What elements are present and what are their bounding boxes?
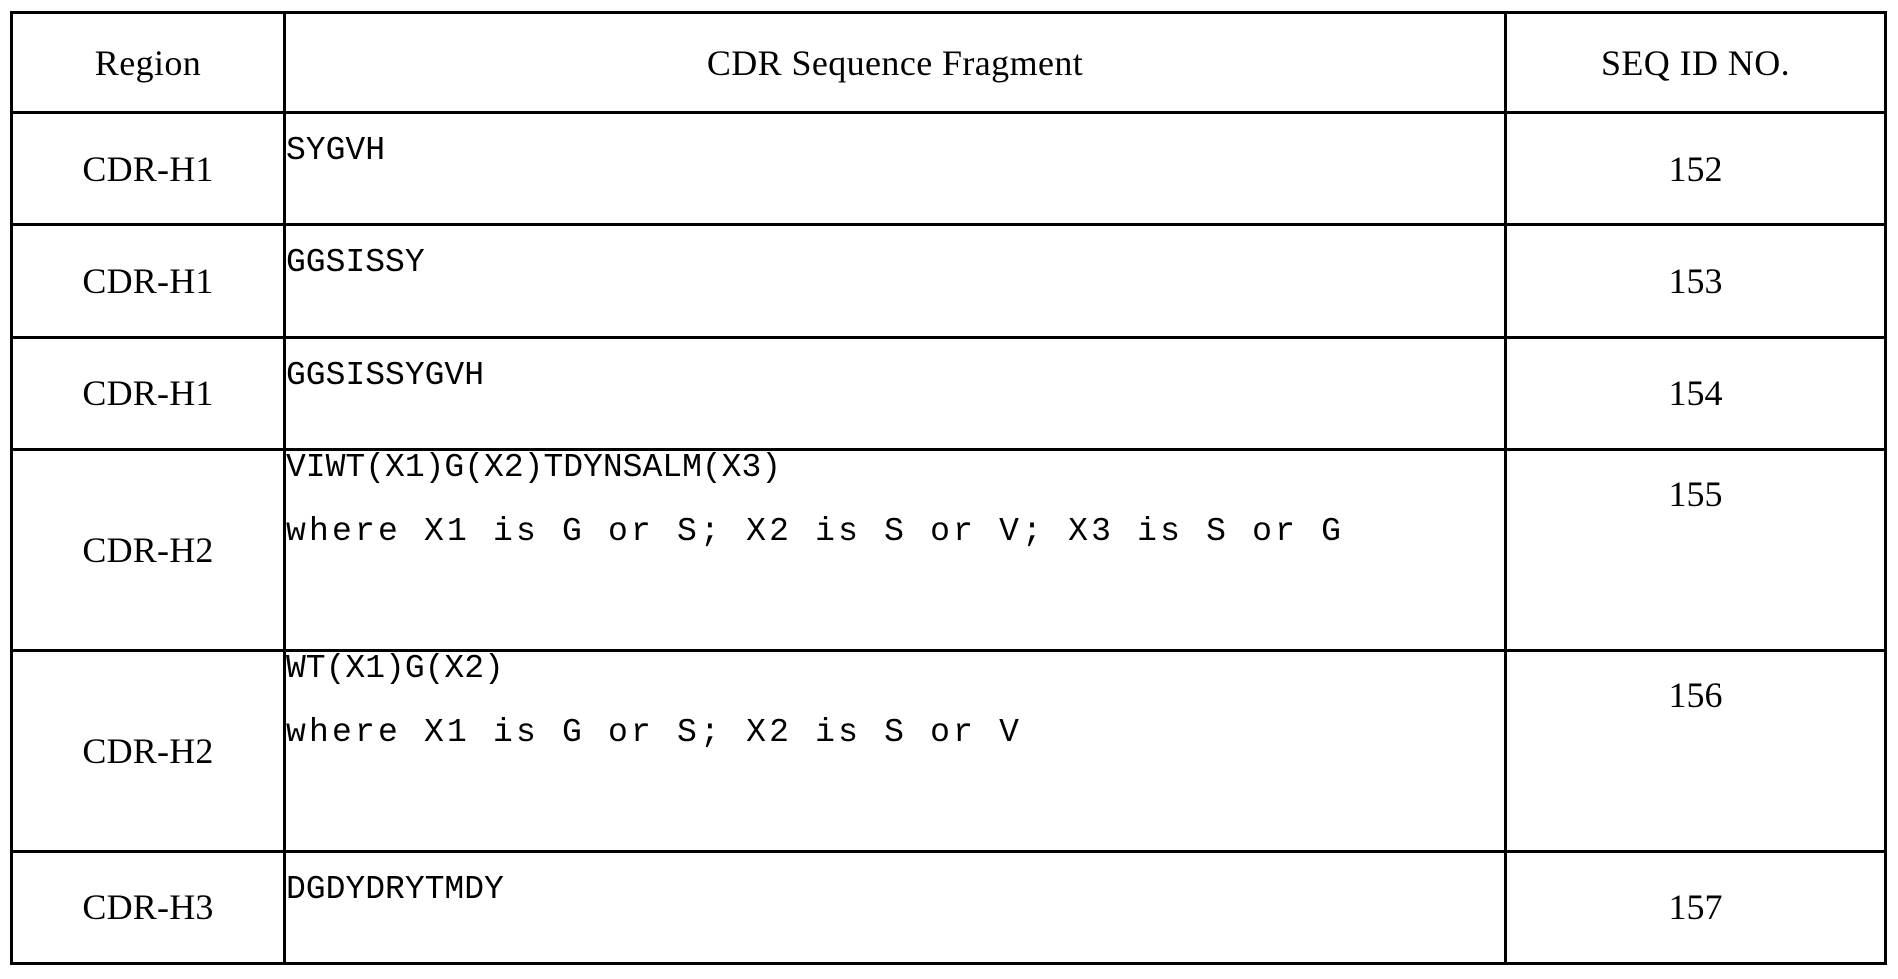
cell-cdr-sequence-fragment: VIWT(X1)G(X2)TDYNSALM(X3) where X1 is G o… bbox=[283, 448, 1507, 652]
fragment-sequence-line: GGSISSY bbox=[286, 244, 425, 282]
cell-cdr-sequence-fragment: DGDYDRYTMDY bbox=[283, 849, 1507, 966]
fragment-sequence-line: SYGVH bbox=[286, 132, 386, 169]
cell-seq-id-no: 154 bbox=[1504, 335, 1887, 452]
column-header-cdr-sequence-fragment: CDR Sequence Fragment bbox=[283, 11, 1507, 114]
table-header-row: Region CDR Sequence Fragment SEQ ID NO. bbox=[10, 11, 1887, 114]
cdr-sequence-fragment-table: Region CDR Sequence Fragment SEQ ID NO. … bbox=[10, 11, 1887, 966]
cell-seq-id-no: 155 bbox=[1504, 448, 1887, 652]
cell-seq-id-no: 157 bbox=[1504, 849, 1887, 966]
fragment-sequence-line: GGSISSYGVH bbox=[286, 356, 485, 394]
cell-cdr-sequence-fragment: GGSISSY bbox=[283, 223, 1507, 339]
cell-seq-id-no: 156 bbox=[1504, 648, 1887, 853]
fragment-qualifier-line: where X1 is G or S; X2 is S or V; X3 is … bbox=[286, 513, 1345, 551]
cell-region: CDR-H2 bbox=[10, 648, 286, 853]
table-header: Region CDR Sequence Fragment SEQ ID NO. bbox=[10, 11, 1887, 114]
fragment-sequence-line: DGDYDRYTMDY bbox=[286, 870, 504, 908]
cell-cdr-sequence-fragment: GGSISSYGVH bbox=[283, 335, 1507, 452]
fragment-sequence-line: VIWT(X1)G(X2)TDYNSALM(X3) bbox=[286, 449, 782, 487]
cell-seq-id-no: 153 bbox=[1504, 223, 1887, 339]
cell-cdr-sequence-fragment: WT(X1)G(X2) where X1 is G or S; X2 is S o… bbox=[283, 648, 1507, 853]
cell-region: CDR-H2 bbox=[10, 448, 286, 652]
column-header-seq-id-no: SEQ ID NO. bbox=[1504, 11, 1887, 114]
cell-region: CDR-H3 bbox=[10, 849, 286, 966]
column-header-region: Region bbox=[10, 11, 286, 114]
cell-region: CDR-H1 bbox=[10, 110, 286, 227]
fragment-qualifier-line: where X1 is G or S; X2 is S or V bbox=[286, 713, 1023, 751]
cdr-sequence-table-container: Region CDR Sequence Fragment SEQ ID NO. … bbox=[10, 11, 1887, 966]
cell-seq-id-no: 152 bbox=[1504, 110, 1887, 227]
cell-region: CDR-H1 bbox=[10, 223, 286, 339]
fragment-sequence-line: WT(X1)G(X2) bbox=[286, 649, 504, 687]
cell-cdr-sequence-fragment: SYGVH bbox=[283, 110, 1507, 227]
cell-region: CDR-H1 bbox=[10, 335, 286, 452]
